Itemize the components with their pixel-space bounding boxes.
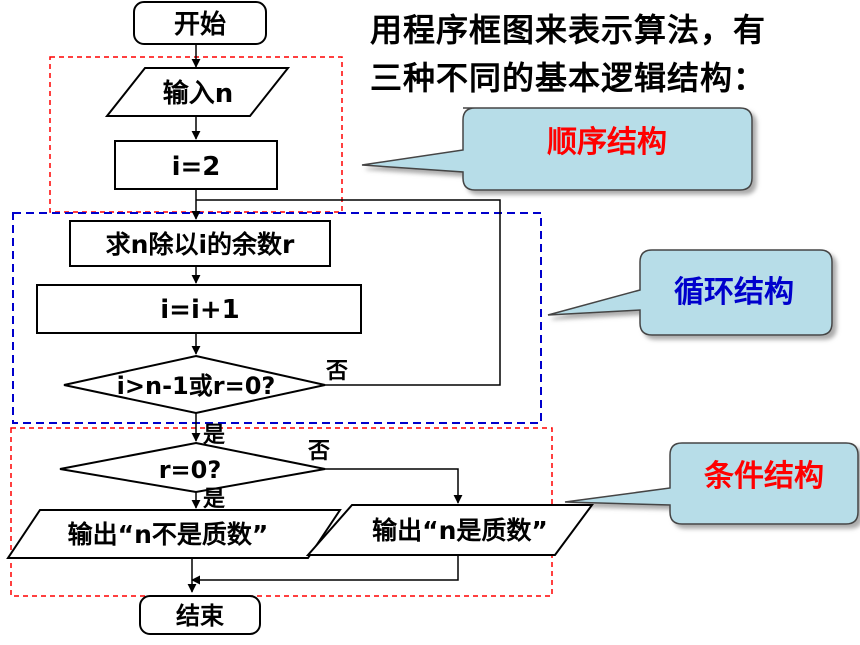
end-label: 结束 [176,602,225,630]
callout-condition-label: 条件结构 [704,459,824,494]
heading: 用程序框图来表示算法，有 三种不同的基本逻辑结构： [370,6,850,102]
assign-i-label: i=2 [172,152,221,182]
prime-no-label: 否 [307,439,330,464]
connectors [187,44,501,593]
output-not-prime-label: 输出“n不是质数” [68,520,269,549]
output-prime: 输出“n是质数” [305,504,594,556]
start-label: 开始 [174,10,226,40]
output-not-prime: 输出“n不是质数” [6,509,342,559]
input-label: 输入n [163,78,234,109]
prime-yes-label: 是 [203,487,225,512]
input-parallelogram: 输入n [104,67,291,117]
start-terminal: 开始 [133,1,267,45]
loop-yes-label: 是 [203,423,225,448]
callout-condition: 条件结构 [564,442,859,525]
output-prime-label: 输出“n是质数” [372,516,548,545]
callout-sequence: 顺序结构 [361,107,753,191]
callout-loop: 循环结构 [547,249,833,336]
callout-loop-label: 循环结构 [674,275,794,310]
assign-i-box: i=2 [114,140,278,190]
end-terminal: 结束 [139,595,261,635]
loop-decision-label: i>n-1或r=0? [117,372,276,400]
loop-no-label: 否 [325,359,348,384]
heading-line-2: 三种不同的基本逻辑结构： [370,59,767,97]
loop-decision: i>n-1或r=0? [63,354,326,415]
remainder-box: 求n除以i的余数r [69,220,331,267]
heading-line-1: 用程序框图来表示算法，有 [370,11,767,49]
callout-sequence-label: 顺序结构 [547,125,667,160]
increment-box: i=i+1 [36,284,362,334]
prime-decision: r=0? [59,441,326,494]
loop-structure-box [12,212,542,424]
remainder-label: 求n除以i的余数r [106,230,295,259]
prime-decision-label: r=0? [159,456,222,484]
increment-label: i=i+1 [160,295,240,325]
